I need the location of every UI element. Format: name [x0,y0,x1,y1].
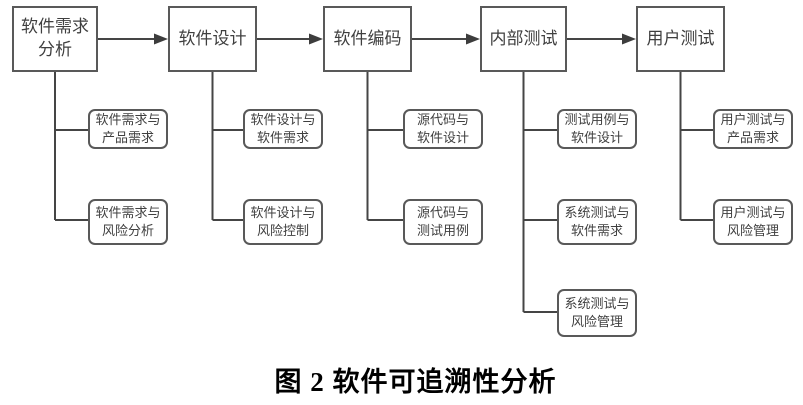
stage-software-design: 软件设计 [168,6,257,72]
link-source-code-test-cases: 源代码与 测试用例 [403,199,483,245]
link-system-test-risk-mgmt: 系统测试与 风险管理 [557,289,637,337]
stage-user-testing: 用户测试 [636,6,725,72]
link-sw-req-risk-analysis: 软件需求与 风险分析 [88,199,168,245]
figure-caption: 图 2 软件可追溯性分析 [274,367,557,397]
link-test-cases-sw-design: 测试用例与 软件设计 [557,109,637,149]
stage-software-coding: 软件编码 [323,6,412,72]
link-source-code-sw-design: 源代码与 软件设计 [403,109,483,149]
arrowhead-icon [154,33,636,45]
stage-software-requirements-analysis: 软件需求 分析 [12,6,98,72]
link-user-test-product-req: 用户测试与 产品需求 [713,109,793,149]
link-system-test-sw-req: 系统测试与 软件需求 [557,199,637,245]
link-sw-design-risk-control: 软件设计与 风险控制 [243,199,323,245]
link-user-test-risk-mgmt: 用户测试与 风险管理 [713,199,793,245]
link-sw-design-sw-req: 软件设计与 软件需求 [243,109,323,149]
stage-internal-testing: 内部测试 [480,6,567,72]
link-sw-req-product-req: 软件需求与 产品需求 [88,109,168,149]
